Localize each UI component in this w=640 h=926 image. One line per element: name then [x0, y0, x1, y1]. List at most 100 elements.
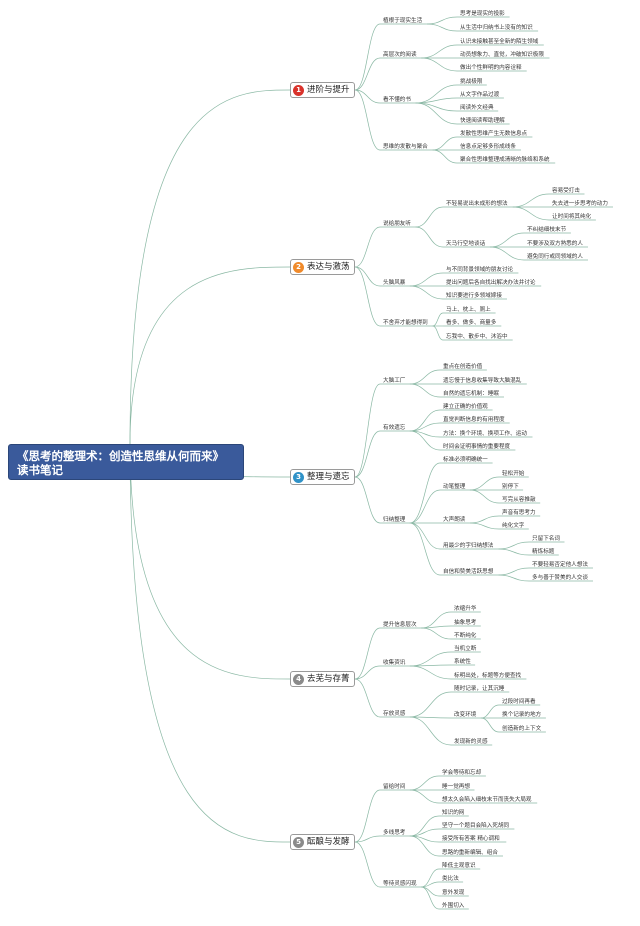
leaf-2-3-1[interactable]: 马上、枕上、厕上 [446, 307, 491, 313]
leaf-2-1-2[interactable]: 天马行空地谈话 [446, 241, 486, 247]
number-badge-icon: 3 [293, 471, 304, 483]
subtopic-1-2[interactable]: 高层次的阅读 [383, 52, 417, 58]
subleaf-3-3-4-2[interactable]: 精炼标题 [532, 549, 555, 555]
subtopic-2-1[interactable]: 说给朋友听 [383, 221, 411, 227]
leaf-5-2-4[interactable]: 思路的重新编辑、组合 [442, 850, 498, 856]
leaf-5-3-4[interactable]: 外围切入 [442, 903, 465, 909]
leaf-4-2-3[interactable]: 标明出处，标题等方便查找 [454, 673, 522, 679]
leaf-to-subleaf [469, 476, 500, 491]
leaf-5-1-1[interactable]: 学会等待和忘却 [442, 770, 482, 776]
leaf-1-4-3[interactable]: 聚合性思维整理成清晰的脉络和系统 [460, 157, 550, 163]
leaf-5-3-3[interactable]: 意外发现 [442, 890, 465, 896]
subtopic-1-3[interactable]: 看不懂的书 [383, 97, 411, 103]
leaf-1-4-2[interactable]: 信息点足够多形成线条 [460, 144, 516, 150]
subleaf-2-1-1-2[interactable]: 失去进一步思考的动力 [552, 201, 608, 207]
leaf-2-2-1[interactable]: 与不同背景领域的朋友讨论 [446, 267, 514, 273]
subleaf-2-1-2-2[interactable]: 不要涉及双方熟悉的人 [527, 241, 583, 247]
leaf-2-3-2[interactable]: 看多、做多、商量多 [446, 320, 497, 326]
subleaf-3-3-3-1[interactable]: 声音有思考力 [502, 510, 536, 516]
subleaf-3-3-3-2[interactable]: 纯化文字 [502, 523, 525, 529]
leaf-1-3-4[interactable]: 快速阅读帮助理解 [460, 118, 505, 124]
leaf-3-3-1[interactable]: 标准必须明确统一 [443, 457, 488, 463]
subtopic-3-1[interactable]: 大脑工厂 [383, 378, 406, 384]
leaf-2-2-2[interactable]: 提出问题后各自找出解决办法并讨论 [446, 280, 536, 286]
leaf-3-1-3[interactable]: 自然的遗忘机制：睡眠 [443, 391, 499, 397]
sub-to-leaf [409, 691, 452, 718]
leaf-4-1-3[interactable]: 不断纯化 [454, 633, 477, 639]
subleaf-3-3-2-1[interactable]: 轻松开始 [502, 471, 525, 477]
leaf-4-2-1[interactable]: 当机立断 [454, 646, 477, 652]
leaf-3-1-1[interactable]: 重点在创造价值 [443, 364, 483, 370]
leaf-4-3-3[interactable]: 发现新的灵感 [454, 739, 488, 745]
leaf-4-3-2[interactable]: 改变环境 [454, 712, 477, 718]
subtopic-2-3[interactable]: 不舍弃才能想得到 [383, 320, 428, 326]
leaf-1-4-1[interactable]: 发散性思维产生无数信息点 [460, 131, 528, 137]
root-topic[interactable]: 《思考的整理术：创造性思维从何而来》读书笔记 [8, 444, 244, 480]
leaf-2-2-3[interactable]: 知识要进行多领域嫁接 [446, 293, 502, 299]
subtopic-1-4[interactable]: 思维的发散与聚合 [383, 144, 428, 150]
subtopic-4-1[interactable]: 提升信息层次 [383, 622, 417, 628]
leaf-3-1-2[interactable]: 遗忘慢于信息收集导致大脑混乱 [443, 378, 522, 384]
subleaf-2-1-1-3[interactable]: 让时间将其纯化 [552, 214, 592, 220]
leaf-5-3-2[interactable]: 类比法 [442, 876, 459, 882]
leaf-4-1-2[interactable]: 抽象思考 [454, 620, 477, 626]
subtopic-3-2[interactable]: 有效遗忘 [383, 425, 406, 431]
subtopic-5-1[interactable]: 留给时间 [383, 784, 406, 790]
leaf-3-2-3[interactable]: 方法：换个环境、换项工作、运动 [443, 431, 527, 437]
subleaf-2-1-2-3[interactable]: 避免同行或同领域的人 [527, 254, 583, 260]
leaf-1-1-1[interactable]: 思考是现实的投影 [460, 11, 505, 17]
subleaf-2-1-1-1[interactable]: 容易受打击 [552, 188, 580, 194]
leaf-1-3-2[interactable]: 从文字作品过渡 [460, 92, 500, 98]
subtopic-5-2[interactable]: 多线思考 [383, 830, 406, 836]
leaf-1-3-1[interactable]: 挑战极限 [460, 79, 483, 85]
leaf-4-2-2[interactable]: 系统性 [454, 659, 471, 665]
leaf-3-3-4[interactable]: 用最少的字归纳想法 [443, 543, 494, 549]
subleaf-4-3-2-3[interactable]: 创造新的上下文 [502, 726, 542, 732]
sub-to-leaf [421, 57, 458, 72]
subleaf-3-3-5-1[interactable]: 不要轻易否定他人想法 [532, 562, 588, 568]
leaf-5-2-1[interactable]: 知识的网 [442, 810, 465, 816]
topic-5-to-sub-1 [354, 789, 381, 843]
leaf-2-3-3[interactable]: 忘我中、散步中、沐浴中 [446, 334, 508, 340]
sub-to-leaf [426, 23, 458, 32]
topic-3-to-sub-2 [354, 430, 381, 478]
subleaf-3-3-2-3[interactable]: 写完从容推敲 [502, 497, 536, 503]
leaf-1-3-3[interactable]: 阅读外文经典 [460, 105, 494, 111]
subleaf-3-3-4-1[interactable]: 只留下名词 [532, 536, 560, 542]
leaf-3-3-3[interactable]: 大声朗读 [443, 517, 466, 523]
leaf-5-1-2[interactable]: 睡一觉再想 [442, 784, 470, 790]
subtopic-2-2[interactable]: 头脑风暴 [383, 280, 406, 286]
leaf-1-1-2[interactable]: 从生活中归纳书上没有的知识 [460, 25, 533, 31]
leaf-1-2-3[interactable]: 做出个性鲜明的内容诠释 [460, 65, 522, 71]
leaf-3-2-1[interactable]: 建立正确的价值观 [443, 404, 488, 410]
leaf-4-3-1[interactable]: 随时记录，让其沉睡 [454, 686, 505, 692]
subleaf-4-3-2-2[interactable]: 换个记录的地方 [502, 712, 542, 718]
leaf-3-2-4[interactable]: 时间会证明事情的重要程度 [443, 444, 511, 450]
sub-to-leaf [409, 409, 441, 432]
leaf-3-3-5[interactable]: 自信和赞美活跃思想 [443, 569, 494, 575]
subleaf-2-1-2-1[interactable]: 不纠结细枝末节 [527, 227, 567, 233]
leaf-2-1-1[interactable]: 不轻易说出未成形的想法 [446, 201, 508, 207]
subtopic-4-2[interactable]: 收集资讯 [383, 660, 406, 666]
leaf-4-1-1[interactable]: 浓缩升华 [454, 606, 477, 612]
subtopic-4-3[interactable]: 存放灵感 [383, 711, 406, 717]
subtopic-5-3[interactable]: 等待灵感闪现 [383, 881, 417, 887]
leaf-5-2-3[interactable]: 接受所有答案 精心调和 [442, 836, 500, 842]
leaf-1-2-2[interactable]: 动员想象力、直觉，冲破知识极限 [460, 52, 544, 58]
subtopic-3-3[interactable]: 归纳整理 [383, 517, 406, 523]
leaf-1-2-1[interactable]: 认识未接触甚至全新的陌生领域 [460, 39, 539, 45]
leaf-5-2-2[interactable]: 坚守一个题目会陷入死胡同 [442, 823, 510, 829]
subleaf-4-3-2-1[interactable]: 过段时间再看 [502, 699, 536, 705]
subleaf-3-3-2-2[interactable]: 别停下 [502, 484, 519, 490]
leaf-3-3-2[interactable]: 动笔整理 [443, 484, 466, 490]
subtopic-1-1[interactable]: 植根于现实生活 [383, 18, 423, 24]
leaf-5-1-3[interactable]: 想太久会陷入细枝末节而丧失大局观 [442, 797, 532, 803]
leaf-3-2-2[interactable]: 直觉判断信息的有用程度 [443, 417, 505, 423]
leaf-5-3-1[interactable]: 降低主观意识 [442, 863, 476, 869]
subleaf-3-3-5-2[interactable]: 多与善于赞美的人交谈 [532, 575, 588, 581]
